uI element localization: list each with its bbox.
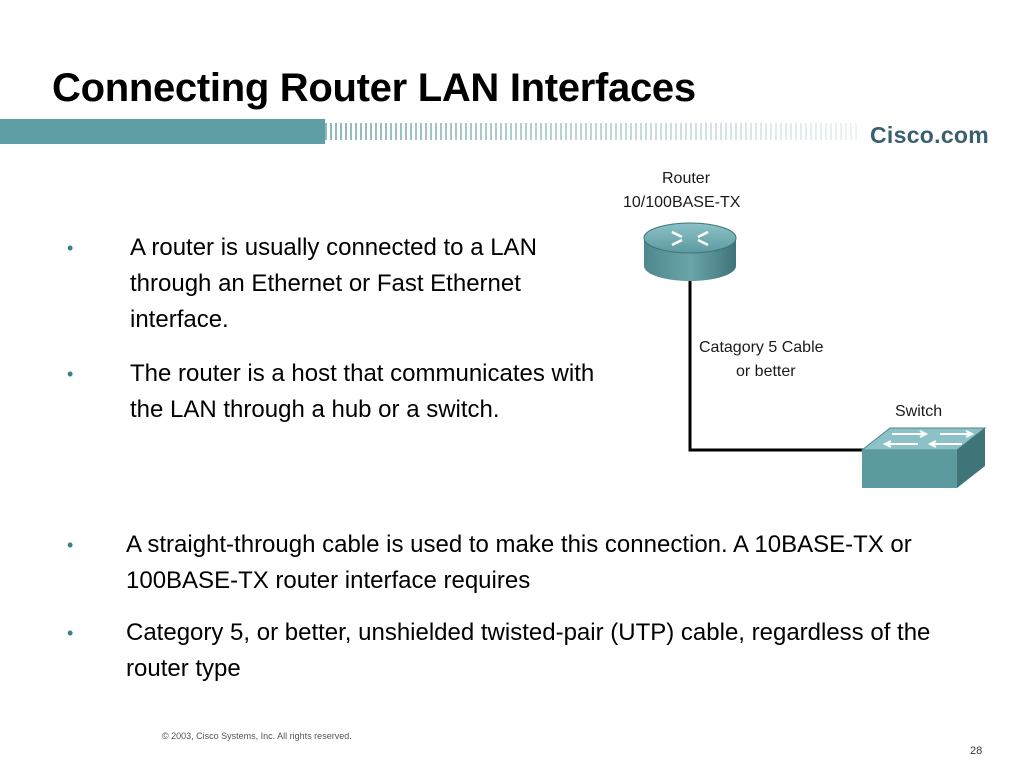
list-item: • Category 5, or better, unshielded twist…: [52, 615, 972, 687]
cable-line: [688, 280, 870, 452]
bullet-text: The router is a host that communicates w…: [130, 360, 595, 423]
list-item: • A router is usually connected to a LAN …: [52, 230, 612, 338]
bullet-icon: •: [67, 623, 74, 643]
cable-label: Catagory 5 Cable: [699, 339, 824, 356]
bullet-icon: •: [67, 238, 74, 258]
router-label: Router: [662, 170, 711, 187]
bullet-text: Category 5, or better, unshielded twiste…: [126, 619, 931, 682]
bullet-text: A router is usually connected to a LAN t…: [130, 234, 537, 333]
bullet-icon: •: [67, 364, 74, 384]
brand-logo: Cisco.com: [870, 122, 990, 148]
list-item: • A straight-through cable is used to mak…: [52, 527, 972, 599]
cable-sublabel: or better: [736, 363, 796, 380]
bullet-text: A straight-through cable is used to make…: [126, 531, 912, 594]
top-bullet-list: • A router is usually connected to a LAN …: [52, 230, 612, 446]
bullet-icon: •: [67, 535, 74, 555]
router-interface-label: 10/100BASE-TX: [623, 194, 741, 211]
header-banner: [0, 119, 1024, 144]
bottom-bullet-list: • A straight-through cable is used to mak…: [52, 527, 972, 703]
switch-icon: [860, 427, 987, 488]
router-icon: [643, 222, 737, 281]
switch-label: Switch: [895, 403, 943, 420]
network-diagram: [643, 222, 987, 488]
copyright-footer: © 2003, Cisco Systems, Inc. All rights r…: [162, 731, 352, 741]
list-item: • The router is a host that communicates …: [52, 356, 612, 428]
page-number: 28: [970, 745, 983, 757]
slide-title: Connecting Router LAN Interfaces: [52, 66, 696, 110]
